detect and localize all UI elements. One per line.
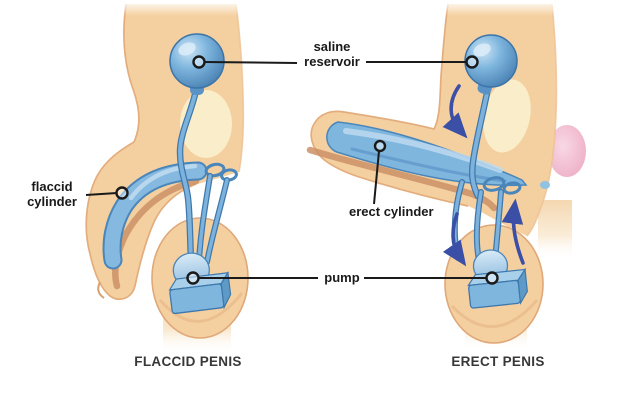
right-scrotum-shading <box>450 299 539 329</box>
flaccid-panel-art <box>85 3 249 354</box>
leader-flaccid-cylinder <box>85 192 118 196</box>
top-edge-fade <box>0 0 640 16</box>
marker-erect-cylinder <box>373 139 387 153</box>
pump-label: pump <box>324 270 360 285</box>
fluid-flow-arrows <box>442 84 525 267</box>
leader-saline-left <box>203 61 298 64</box>
right-body-outline <box>310 3 469 207</box>
right-tube-loop-1 <box>482 176 506 192</box>
flaccid-cylinder <box>102 161 208 270</box>
right-tube-loop-2 <box>502 181 522 195</box>
left-tube-loop-1 <box>204 162 226 178</box>
left-tubes <box>176 82 230 265</box>
flow-arrow-scrotum-up <box>501 198 525 265</box>
erect-cylinder-label: erect cylinder <box>349 204 434 219</box>
marker-pump-left <box>186 271 200 285</box>
right-body-highlight <box>483 79 531 153</box>
erect-panel-caption: ERECT PENIS <box>451 354 545 369</box>
saline-reservoir-left <box>169 33 225 95</box>
flow-arrow-scrotum-down <box>442 212 467 267</box>
pink-tissue <box>548 125 586 177</box>
left-body-outline <box>85 3 197 300</box>
right-urethra <box>306 146 498 212</box>
marker-pump-right <box>485 271 499 285</box>
leader-lines <box>85 55 499 285</box>
left-scrotum-shading <box>158 292 244 323</box>
right-body-side-fade <box>538 200 572 260</box>
marker-flaccid-cylinder <box>115 186 129 200</box>
marker-saline-left <box>192 55 206 69</box>
flaccid-cylinder-label: flaccid cylinder <box>27 179 77 209</box>
pump-right <box>467 249 528 309</box>
erect-panel-art <box>306 3 586 350</box>
flaccid-panel-caption: FLACCID PENIS <box>134 354 242 369</box>
left-body-outline-right <box>235 3 245 173</box>
left-glans-fold <box>97 281 105 299</box>
right-tubes <box>451 84 504 263</box>
right-tube-tip <box>540 181 550 189</box>
right-body-outline-right <box>526 3 558 237</box>
saline-reservoir-right <box>464 34 518 95</box>
leader-erect-cylinder <box>373 150 380 205</box>
left-urethra <box>112 177 200 290</box>
marker-saline-right <box>465 55 479 69</box>
saline-reservoir-label: saline reservoir <box>304 39 360 69</box>
flow-arrow-reservoir-down <box>442 84 468 139</box>
